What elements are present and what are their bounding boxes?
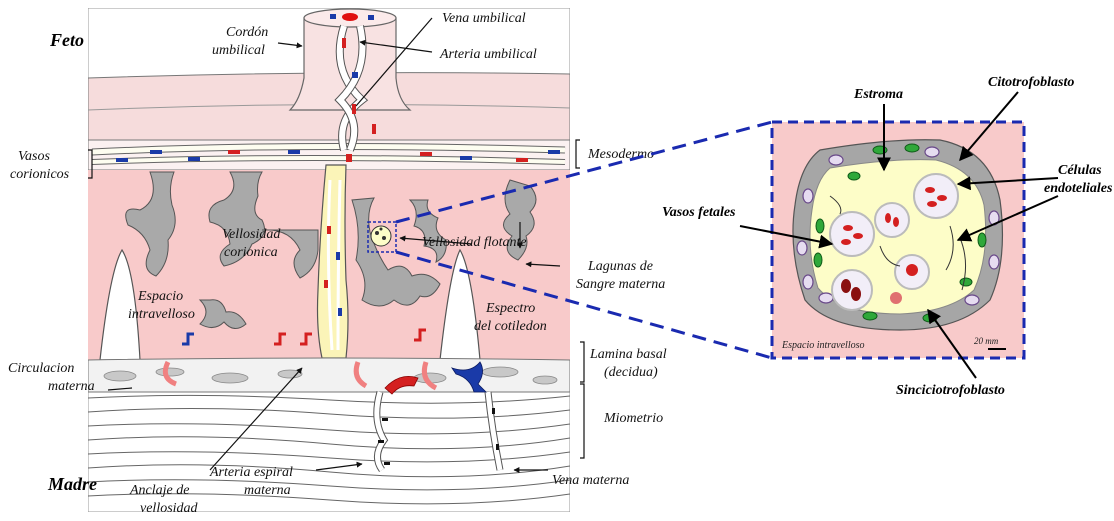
inset-scale-label: 20 mm — [974, 336, 999, 346]
inset-espacio-intravelloso: Espacio intravelloso — [781, 340, 865, 351]
label-cordon-1: Cordón — [226, 25, 268, 40]
label-anclaje-2: vellosidad — [140, 501, 199, 516]
label-vasos-fetales: Vasos fetales — [662, 205, 736, 220]
label-espacio-1: Espacio — [137, 289, 183, 304]
label-arteria-umbilical: Arteria umbilical — [439, 47, 537, 62]
label-feto: Feto — [49, 30, 84, 50]
label-vellosidad-1: Vellosidad — [222, 227, 281, 242]
label-vellosidad-flotante: Vellosidad flotante — [422, 235, 527, 250]
label-citotrofoblasto: Citotrofoblasto — [988, 75, 1074, 90]
label-vellosidad-2: corionica — [224, 245, 278, 260]
label-vasos-2: corionicos — [10, 167, 70, 182]
label-lagunas-1: Lagunas de — [587, 259, 653, 274]
label-circulacion-1: Circulacion — [8, 361, 74, 376]
label-arteria-espiral-2: materna — [244, 483, 291, 498]
label-vena-materna: Vena materna — [552, 473, 629, 488]
label-lamina-2: (decidua) — [604, 365, 658, 380]
label-vasos-1: Vasos — [18, 149, 50, 164]
label-lagunas-2: Sangre materna — [576, 277, 665, 292]
label-celulas-1: Células — [1058, 163, 1102, 178]
label-mesodermo: Mesodermo — [587, 147, 654, 162]
label-vena-umbilical: Vena umbilical — [442, 11, 526, 26]
label-sincitiotrofoblasto: Sinciciotrofoblasto — [896, 383, 1005, 398]
label-arteria-espiral-1: Arteria espiral — [209, 465, 293, 480]
main-diagram — [88, 8, 570, 512]
label-celulas-2: endoteliales — [1044, 181, 1113, 196]
label-anclaje-1: Anclaje de — [129, 483, 189, 498]
label-cordon-2: umbilical — [212, 43, 265, 58]
label-espectro-2: del cotiledon — [474, 319, 547, 334]
label-estroma: Estroma — [853, 87, 903, 102]
label-miometrio: Miometrio — [603, 411, 663, 426]
label-madre: Madre — [47, 474, 97, 494]
label-lamina-1: Lamina basal — [589, 347, 667, 362]
label-espectro-1: Espectro — [485, 301, 535, 316]
label-espacio-2: intravelloso — [128, 307, 195, 322]
label-circulacion-2: materna — [48, 379, 95, 394]
